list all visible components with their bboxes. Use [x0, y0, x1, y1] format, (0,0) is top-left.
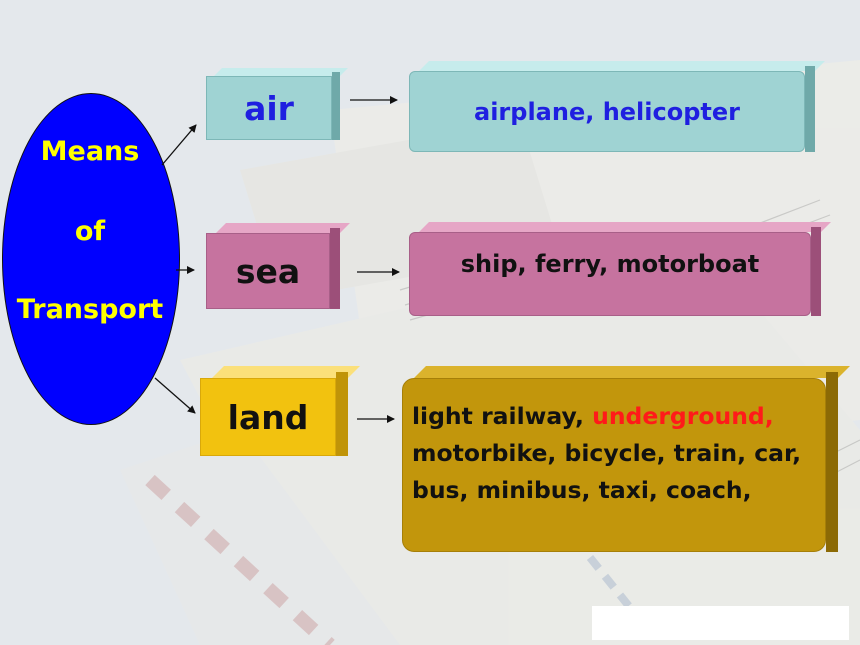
land-examples-light-railway: light railway, — [412, 402, 593, 430]
air-examples-box: airplane, helicopter — [409, 61, 825, 152]
sea-examples-box: ship, ferry, motorboat — [409, 222, 831, 316]
air-category-label: air — [206, 76, 332, 140]
land-examples-text: light railway, underground, motorbike, b… — [412, 398, 852, 509]
air-examples-text: airplane, helicopter — [409, 71, 805, 152]
air-category-box: air — [206, 68, 348, 140]
land-examples-underground: underground, — [592, 402, 774, 430]
land-examples-box — [402, 366, 850, 552]
sea-category-box: sea — [206, 223, 350, 309]
sea-examples-text: ship, ferry, motorboat — [409, 232, 811, 316]
land-examples-line-1: light railway, underground, — [412, 398, 852, 435]
land-examples-line-3: bus, minibus, taxi, coach, — [412, 476, 752, 504]
sea-category-label: sea — [206, 233, 330, 309]
means-of-transport-ellipse — [2, 93, 180, 425]
land-category-label: land — [200, 378, 336, 456]
center-label-means: Means — [40, 136, 140, 167]
land-examples-line-2: motorbike, bicycle, train, car, — [412, 439, 802, 467]
center-label-of: of — [74, 216, 106, 247]
center-label-transport: Transport — [16, 294, 164, 325]
blank-white-rectangle — [592, 606, 849, 640]
land-category-box: land — [200, 366, 360, 456]
